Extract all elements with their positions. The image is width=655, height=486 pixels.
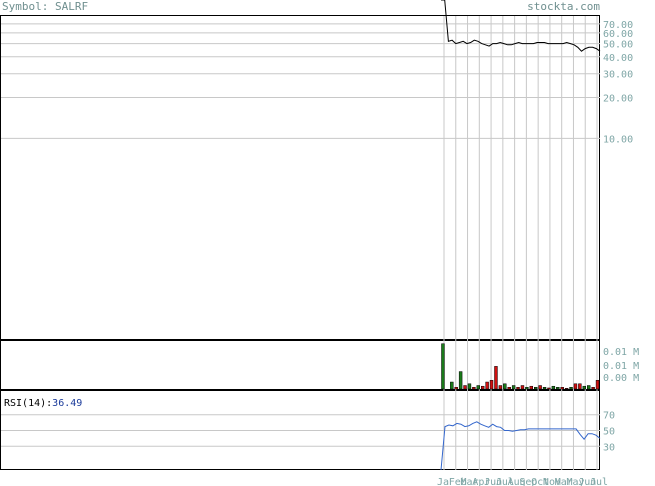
volume-bar	[489, 380, 494, 390]
x-tick-label: Nov	[543, 477, 561, 486]
x-tick-label: Feb	[449, 477, 467, 486]
price-tick-label: 10.00	[603, 134, 633, 145]
price-panel-frame	[0, 15, 600, 340]
rsi-title: RSI(14):36.49	[4, 398, 82, 409]
volume-bar	[458, 371, 463, 390]
volume-bar	[551, 385, 556, 390]
price-tick-label: 70.00	[603, 20, 633, 31]
volume-bar	[467, 383, 472, 390]
x-tick-label: Jul	[590, 477, 608, 486]
price-tick-label: 40.00	[603, 53, 633, 64]
volume-bar	[494, 366, 498, 390]
rsi-tick-label: 30	[603, 442, 615, 453]
volume-bar	[595, 380, 600, 390]
volume-bar	[564, 388, 569, 390]
volume-bar	[542, 387, 547, 390]
volume-bar	[556, 387, 560, 390]
volume-bar	[472, 387, 476, 390]
volume-bar	[463, 385, 467, 390]
volume-bar	[573, 383, 578, 390]
x-tick-label: Jun	[578, 477, 596, 486]
volume-bar	[582, 385, 586, 390]
price-tick-label: 20.00	[603, 94, 633, 105]
x-tick-label: Mar	[555, 477, 573, 486]
x-tick-label: Ja	[437, 477, 449, 486]
volume-bar	[538, 385, 542, 390]
volume-bar	[481, 385, 485, 390]
x-tick-label: May	[566, 477, 584, 486]
volume-bar	[485, 381, 489, 390]
rsi-tick-label: 50	[603, 427, 615, 438]
volume-axis: 0.01 M0.01 M0.00 M	[603, 347, 639, 384]
volume-bar	[511, 385, 516, 390]
volume-tick-label: 0.01 M	[603, 361, 639, 372]
volume-bar	[498, 385, 503, 390]
volume-bar	[450, 381, 454, 390]
x-tick-label: Jul	[496, 477, 514, 486]
rsi-value: 36.49	[52, 398, 82, 409]
rsi-label-text: RSI(14):	[4, 398, 52, 409]
volume-bar	[503, 383, 507, 390]
rsi-tick-label: 70	[603, 411, 615, 422]
volume-bar	[578, 383, 582, 390]
grid-layer	[1, 16, 600, 470]
site-label: stockta.com	[527, 0, 600, 13]
x-tick-label: Mar	[461, 477, 479, 486]
volume-bar	[520, 385, 525, 390]
volume-bar	[569, 387, 573, 390]
price-line	[441, 0, 601, 52]
volume-bar	[534, 387, 538, 390]
volume-bar	[507, 387, 511, 390]
price-tick-label: 50.00	[603, 40, 633, 51]
volume-bar	[454, 387, 458, 390]
rsi-axis: 70 50 30	[603, 411, 615, 454]
volume-bar	[441, 343, 445, 390]
x-tick-label: Sep	[519, 477, 537, 486]
volume-tick-label: 0.00 M	[603, 373, 639, 384]
volume-bar	[547, 387, 551, 390]
volume-tick-label: 0.01 M	[603, 347, 639, 358]
rsi-line	[440, 421, 601, 471]
x-tick-label: Oct	[531, 477, 549, 486]
volume-bar	[516, 387, 520, 390]
price-tick-label: 60.00	[603, 29, 633, 40]
symbol-label: Symbol: SALRF	[2, 0, 89, 13]
volume-bar	[525, 387, 529, 390]
x-tick-label: Jun	[484, 477, 502, 486]
price-tick-label: 30.00	[603, 70, 633, 81]
volume-bars	[441, 343, 600, 390]
x-tick-label: Apr	[472, 477, 490, 486]
volume-bar	[591, 387, 595, 390]
x-tick-label: Aug	[508, 477, 526, 486]
volume-bar	[529, 385, 533, 390]
volume-panel-frame	[0, 340, 600, 390]
volume-bar	[587, 385, 591, 390]
volume-bar	[476, 385, 481, 390]
volume-bar	[560, 387, 564, 390]
